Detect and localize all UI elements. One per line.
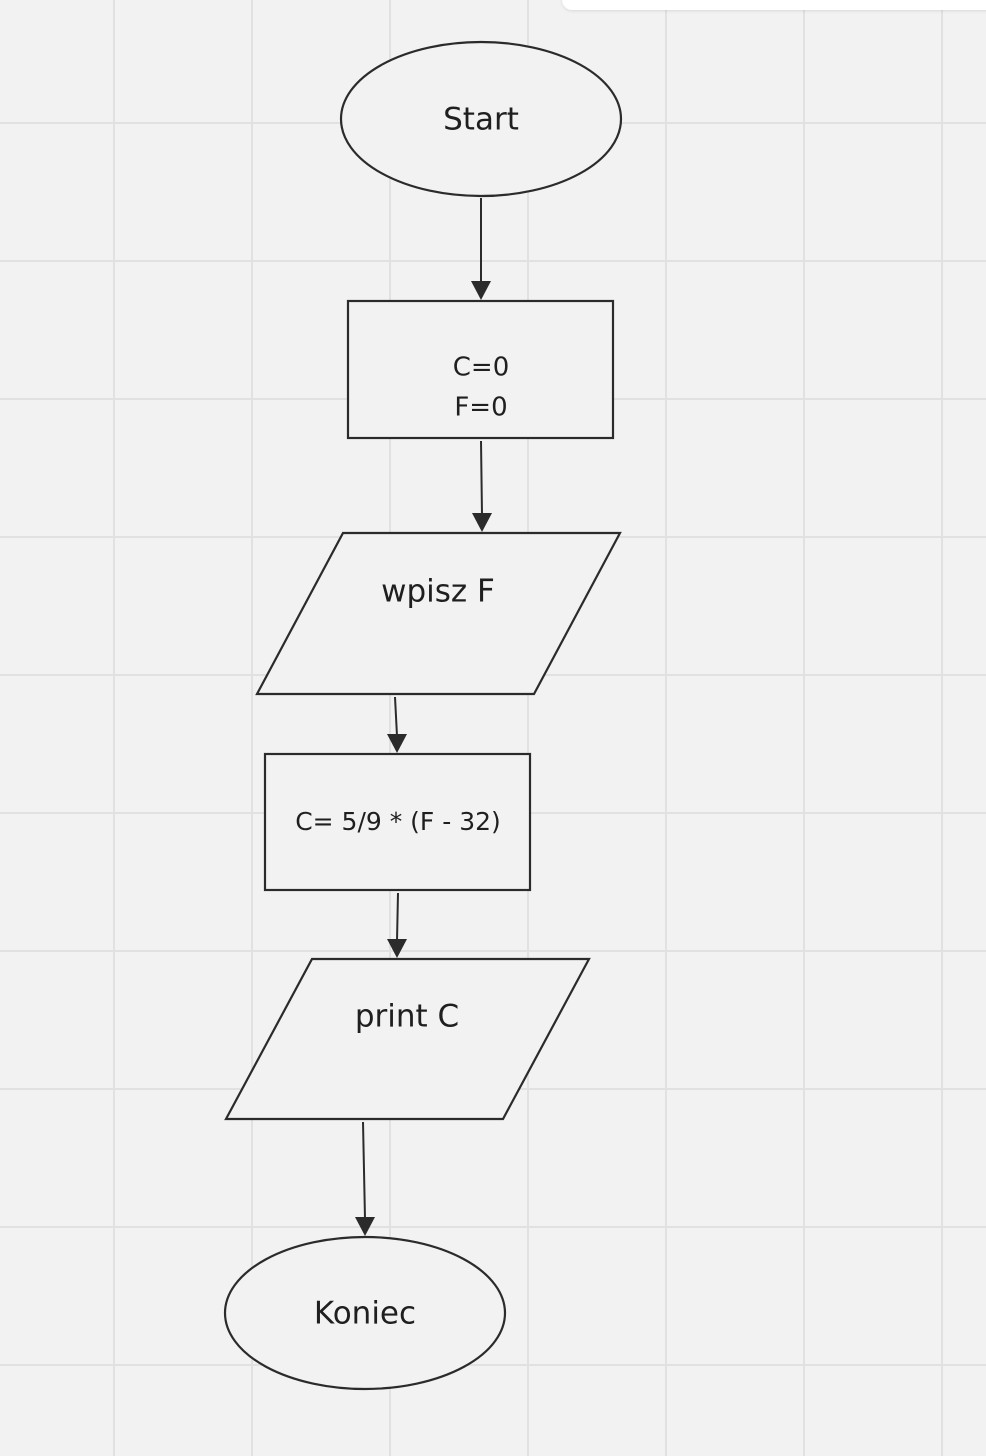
- edge-start-init: [471, 198, 491, 300]
- init-process-shape: [346, 299, 615, 440]
- init-label-line-1: C=0: [453, 353, 509, 383]
- start-node[interactable]: Start: [339, 40, 623, 198]
- compute-node[interactable]: C= 5/9 * (F - 32): [263, 752, 532, 892]
- output-io-shape: [224, 957, 591, 1121]
- output-label: print C: [355, 999, 459, 1035]
- output-node[interactable]: print C: [224, 957, 591, 1121]
- end-node[interactable]: Koniec: [223, 1235, 507, 1391]
- compute-process-shape: [263, 752, 532, 892]
- edge-init-input: [472, 440, 492, 532]
- init-node[interactable]: C=0 F=0: [346, 299, 615, 440]
- end-label: Koniec: [314, 1296, 416, 1332]
- init-label-line-2: F=0: [454, 393, 507, 423]
- top-toolbar-panel: [562, 0, 986, 10]
- start-label: Start: [443, 102, 519, 138]
- edge-output-end: [355, 1121, 375, 1236]
- compute-label: C= 5/9 * (F - 32): [295, 807, 501, 836]
- edge-compute-output: [387, 892, 407, 958]
- input-label: wpisz F: [381, 574, 495, 610]
- input-io-shape: [255, 531, 622, 696]
- input-node[interactable]: wpisz F: [255, 531, 622, 696]
- edge-input-compute: [387, 696, 407, 753]
- start-terminal-shape: [339, 40, 623, 198]
- end-terminal-shape: [223, 1235, 507, 1391]
